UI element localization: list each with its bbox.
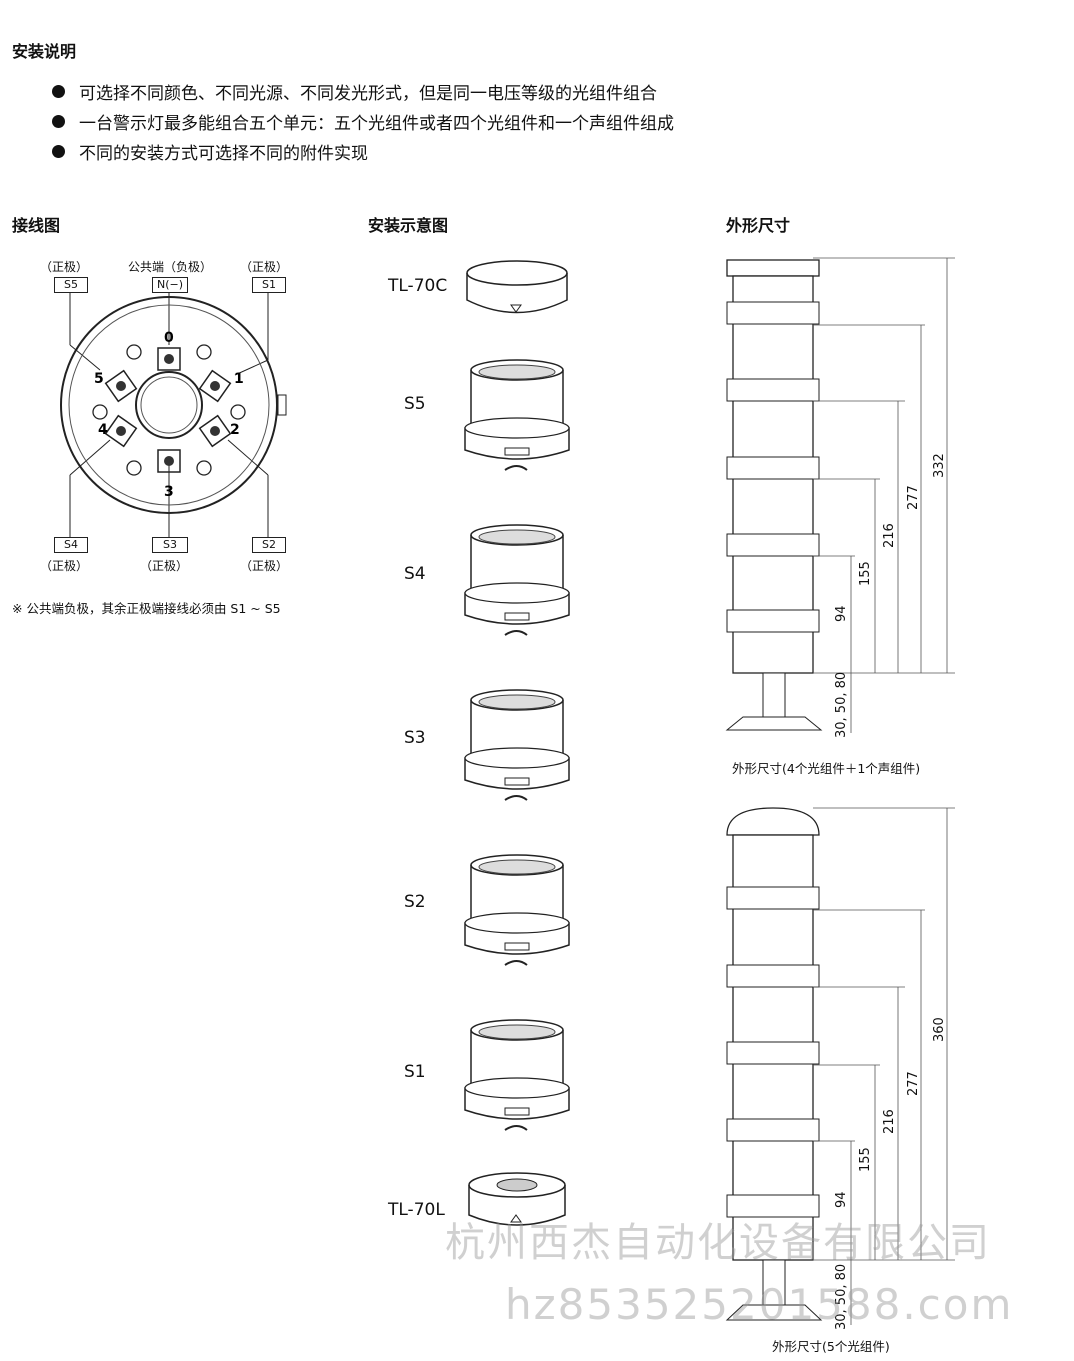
terminal-box-n: N(−) [152, 277, 188, 293]
dim2-value-277: 277 [906, 1071, 921, 1096]
wiring-note: ※ 公共端负极，其余正极端接线必须由 S1 ~ S5 [12, 601, 281, 616]
dim1-value-base: 30, 50, 80 [834, 671, 849, 738]
dim2-value-360: 360 [932, 1017, 947, 1042]
dim2-value-216: 216 [882, 1109, 897, 1134]
assembly-title: 安装示意图 [368, 216, 449, 235]
wiring-bottom-label-left: （正极） [40, 559, 89, 573]
unit-label-tl70l: TL-70L [388, 1200, 445, 1220]
dim2-caption: 外形尺寸(5个光组件) [772, 1339, 890, 1354]
unit-label-s2: S2 [404, 892, 426, 912]
bullet-dot-icon [52, 145, 65, 158]
terminal-box-s3: S3 [152, 537, 188, 553]
dimension-diagram-2 [725, 807, 955, 1325]
wiring-base-diagram: 0 5 1 4 2 3 [60, 292, 287, 537]
watermark-id: hz853525201588.com [505, 1280, 1014, 1329]
terminal-box-s2: S2 [252, 537, 286, 553]
unit-label-tl70c: TL-70C [388, 276, 448, 296]
dim1-value-94: 94 [834, 605, 849, 622]
install-notes-title: 安装说明 [12, 42, 77, 61]
terminal-box-s1: S1 [252, 277, 286, 293]
wiring-bottom-label-mid: （正极） [140, 559, 189, 573]
unit-label-s4: S4 [404, 564, 426, 584]
dim2-value-155: 155 [858, 1147, 873, 1172]
dim1-value-216: 216 [882, 523, 897, 548]
unit-label-s3: S3 [404, 728, 426, 748]
wiring-title: 接线图 [12, 216, 61, 235]
terminal-number: 4 [98, 422, 108, 438]
dim1-value-277: 277 [906, 485, 921, 510]
bullet-item: 可选择不同颜色、不同光源、不同发光形式，但是同一电压等级的光组件组合 [52, 79, 657, 104]
watermark-company: 杭州西杰自动化设备有限公司 [445, 1220, 991, 1266]
wiring-bottom-label-right: （正极） [240, 559, 289, 573]
terminal-number: 5 [94, 371, 104, 387]
assembly-exploded-diagram [464, 260, 570, 1226]
bullet-item: 不同的安装方式可选择不同的附件实现 [52, 139, 368, 164]
dimensions-title: 外形尺寸 [726, 216, 791, 235]
unit-label-s5: S5 [404, 394, 426, 414]
bullet-dot-icon [52, 115, 65, 128]
bullet-dot-icon [52, 85, 65, 98]
terminal-number: 3 [164, 484, 174, 500]
wiring-top-label-mid: 公共端（负极） [128, 260, 213, 274]
dim2-value-94: 94 [834, 1191, 849, 1208]
terminal-number: 1 [234, 371, 244, 387]
wiring-top-label-right: （正极） [240, 260, 289, 274]
unit-label-s1: S1 [404, 1062, 426, 1082]
terminal-box-s4: S4 [54, 537, 88, 553]
dim1-caption: 外形尺寸(4个光组件＋1个声组件) [732, 761, 921, 776]
terminal-box-s5: S5 [54, 277, 88, 293]
wiring-top-label-left: （正极） [40, 260, 89, 274]
terminal-number: 2 [230, 422, 240, 438]
terminal-number: 0 [164, 330, 174, 346]
dim1-value-332: 332 [932, 453, 947, 478]
dim1-value-155: 155 [858, 561, 873, 586]
dimension-diagram-1 [725, 257, 955, 733]
bullet-item: 一台警示灯最多能组合五个单元：五个光组件或者四个光组件和一个声组件组成 [52, 109, 674, 134]
